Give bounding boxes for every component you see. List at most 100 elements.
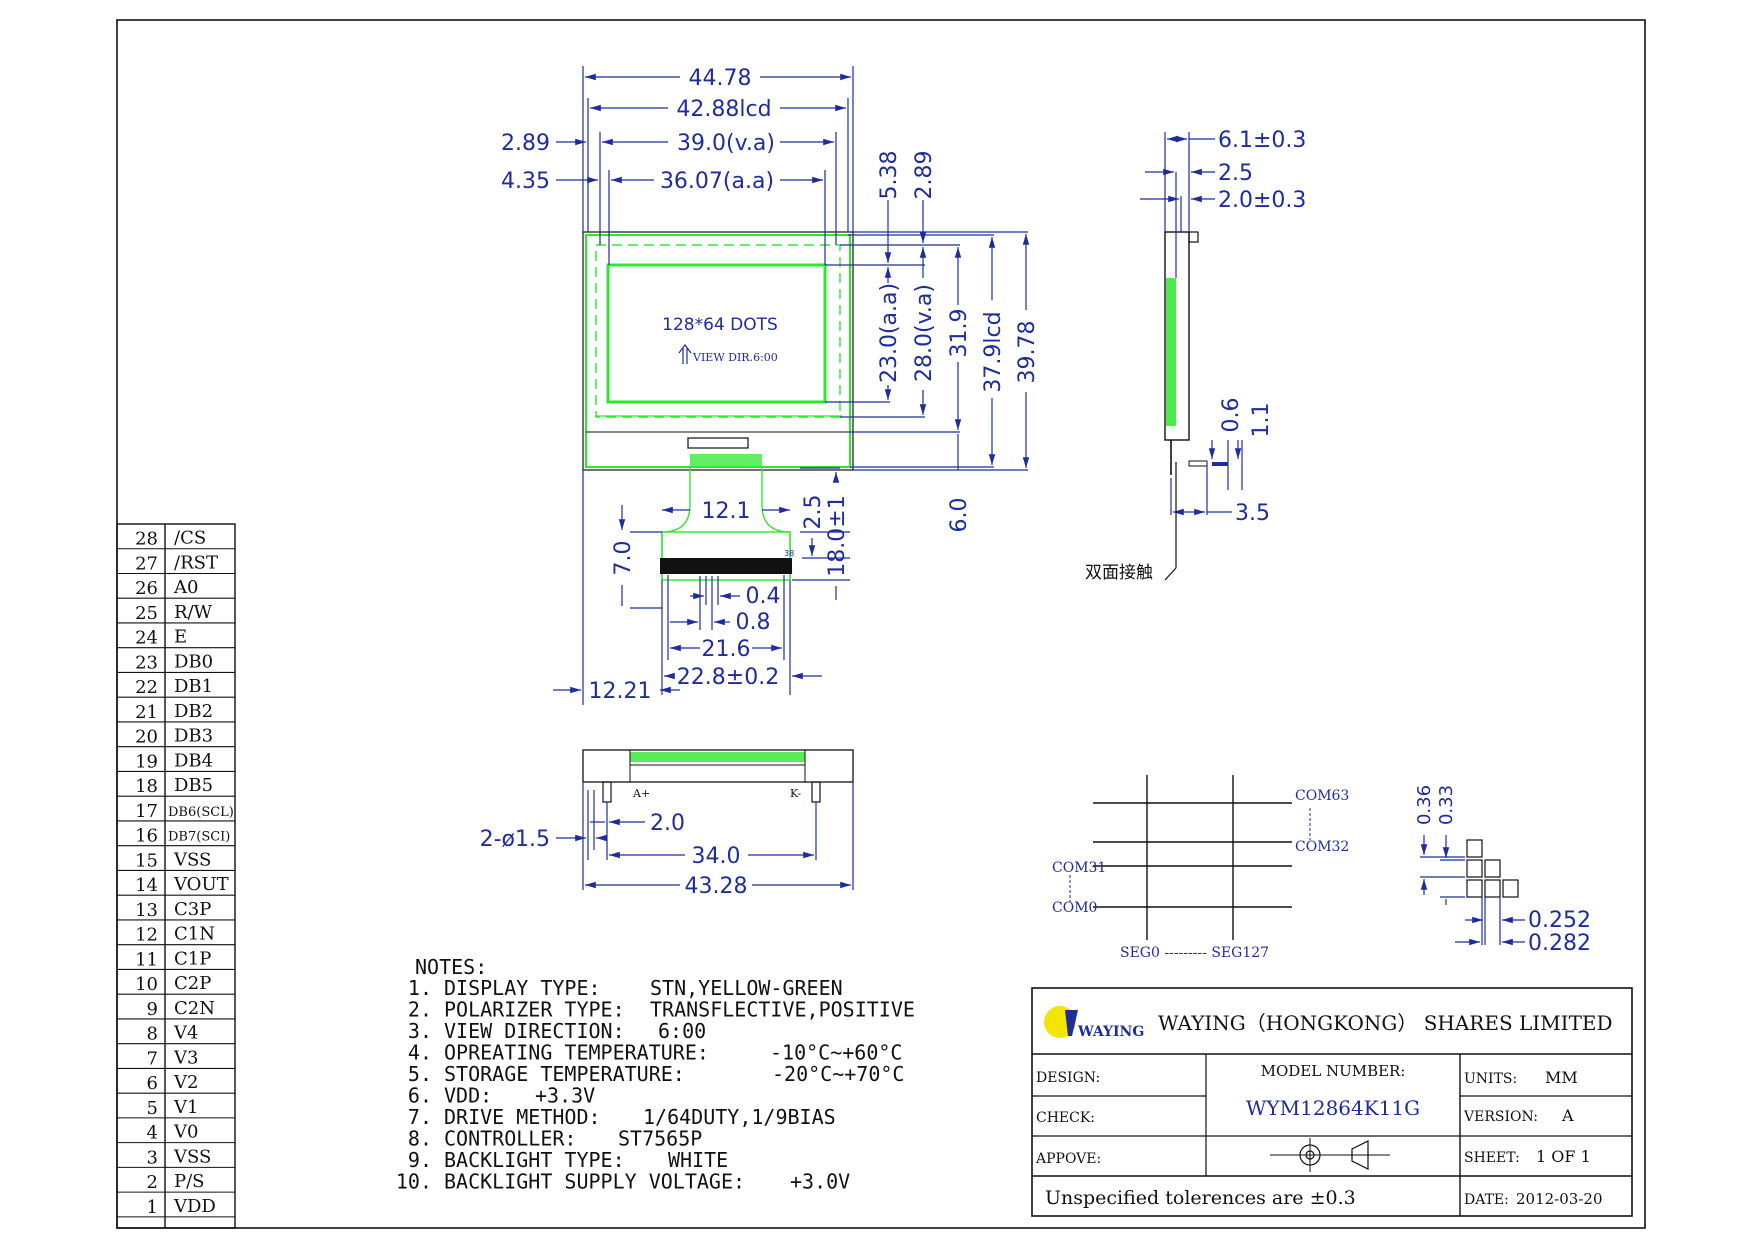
pin-name: VSS — [173, 1146, 211, 1167]
active-area — [606, 263, 827, 404]
pin-name: C2N — [174, 998, 215, 1019]
note-value: 6:00 — [658, 1019, 706, 1043]
note-value: +3.0V — [790, 1170, 850, 1194]
pin-name: C1P — [174, 948, 211, 969]
pin-number: 1 — [147, 1197, 158, 1218]
pin-anode — [602, 781, 612, 803]
note-label: DRIVE METHOD: — [444, 1105, 601, 1129]
pin-name: E — [174, 627, 187, 648]
version-label: VERSION: — [1463, 1109, 1538, 1125]
note-value: -20°C~+70°C — [772, 1062, 904, 1086]
pin-number: 27 — [135, 553, 158, 574]
note-value: ST7565P — [618, 1127, 702, 1151]
module-outline — [582, 231, 854, 471]
pin-number: 25 — [135, 603, 158, 624]
dim-21-6: 21.6 — [702, 637, 751, 662]
pixel-detail: 0.36 0.33 0.252 0.282 — [1414, 785, 1591, 956]
pin-number: 22 — [135, 677, 158, 698]
fpc-dimensions: 12.1 2.5 18.0±1 7.0 0.4 0.8 21.6 — [553, 467, 850, 705]
model-label: MODEL NUMBER: — [1261, 1062, 1406, 1080]
dim-2-0: 2.0±0.3 — [1218, 188, 1306, 213]
pin-name: /RST — [174, 552, 218, 573]
dim-36-07-aa: 36.07(a.a) — [660, 169, 774, 194]
dim-12-1: 12.1 — [702, 499, 751, 524]
dim-0-282: 0.282 — [1528, 931, 1591, 956]
pin-number: 6 — [147, 1073, 158, 1094]
side-view: 6.1±0.3 2.5 2.0±0.3 0.6 1.1 3.5 双面接触 — [1085, 128, 1306, 583]
pin-name: DB4 — [174, 750, 213, 771]
note-label: POLARIZER TYPE: — [444, 998, 625, 1022]
pin-name: V2 — [173, 1072, 198, 1093]
bottom-lcd-glass — [630, 752, 805, 762]
dim-34-0: 34.0 — [692, 844, 741, 869]
dim-0-36: 0.36 — [1414, 785, 1435, 825]
pin-name: DB3 — [174, 726, 213, 747]
pin-name: DB1 — [174, 676, 213, 697]
dim-7-0: 7.0 — [611, 541, 636, 576]
dim-2-0-bottom: 2.0 — [650, 811, 685, 836]
side-body — [1164, 231, 1190, 441]
pin-name: A0 — [173, 577, 198, 598]
pin-number: 8 — [147, 1024, 158, 1045]
dim-0-4: 0.4 — [746, 584, 781, 609]
pin-name: P/S — [174, 1171, 205, 1192]
check-label: CHECK: — [1036, 1110, 1095, 1126]
pin-name: DB2 — [174, 701, 213, 722]
pin-number: 7 — [147, 1048, 158, 1069]
side-lcd-glass — [1166, 278, 1176, 426]
pin-name: V1 — [173, 1097, 198, 1118]
pin-name: DB7(SCI) — [168, 830, 230, 845]
pin-number: 5 — [147, 1098, 158, 1119]
pin-number: 9 — [147, 999, 158, 1020]
ic-chip — [687, 437, 749, 449]
pin-number: 3 — [147, 1147, 158, 1168]
pin-name: DB5 — [174, 775, 213, 796]
pin-name: V0 — [173, 1122, 198, 1143]
pin-name: R/W — [174, 602, 213, 623]
com0-label: COM0 — [1052, 900, 1097, 916]
note-label: VDD: — [444, 1084, 492, 1108]
view-dir-arrow-icon — [678, 344, 692, 364]
dim-3-5: 3.5 — [1235, 501, 1270, 526]
pin-number: 15 — [135, 850, 158, 871]
dim-39-va: 39.0(v.a) — [677, 131, 775, 156]
pin-name: DB0 — [174, 651, 213, 672]
tolerance-note: Unspecified tolerences are ±0.3 — [1045, 1187, 1356, 1209]
pin-38-marker: 38 — [784, 549, 794, 558]
note-number: 10. — [396, 1170, 432, 1194]
note-number: 8. — [408, 1127, 432, 1151]
pin-name: DB6(SCL) — [168, 805, 234, 820]
pin-number: 4 — [147, 1123, 158, 1144]
pin-name: /CS — [174, 528, 206, 549]
tape-label: 双面接触 — [1085, 563, 1153, 583]
pin-number: 16 — [135, 826, 158, 847]
dim-39-78: 39.78 — [1015, 321, 1040, 384]
pin-name: C3P — [174, 899, 211, 920]
dim-23-aa: 23.0(a.a) — [877, 283, 902, 383]
pin-number: 17 — [135, 801, 158, 822]
sheet-value: 1 OF 1 — [1536, 1147, 1591, 1166]
dim-28-va: 28.0(v.a) — [912, 284, 937, 382]
fpc-neck — [690, 454, 762, 468]
dim-1-1: 1.1 — [1249, 403, 1274, 438]
pin-number: 11 — [135, 949, 158, 970]
units-value: MM — [1545, 1068, 1578, 1087]
pin-number: 21 — [135, 702, 158, 723]
bottom-view: A+ K- 2-ø1.5 2.0 34.0 43.28 — [480, 749, 854, 899]
view-dir-label: VIEW DIR.6:00 — [692, 351, 778, 364]
dim-6-0: 6.0 — [947, 498, 972, 533]
seg-range-label: SEG0 --------- SEG127 — [1120, 945, 1269, 961]
note-number: 7. — [408, 1105, 432, 1129]
pin-number: 14 — [135, 875, 158, 896]
pin-number: 2 — [147, 1172, 158, 1193]
note-number: 2. — [408, 998, 432, 1022]
logo-text: WAYING — [1077, 1024, 1144, 1040]
note-label: VIEW DIRECTION: — [444, 1019, 625, 1043]
dim-0-252: 0.252 — [1528, 908, 1591, 933]
pin-number: 18 — [135, 776, 158, 797]
pin-name: V3 — [173, 1047, 198, 1068]
pin-name: VSS — [173, 849, 211, 870]
dim-0-8: 0.8 — [736, 610, 771, 635]
note-label: CONTROLLER: — [444, 1127, 576, 1151]
com-seg-matrix: COM63 COM32 COM31 COM0 SEG0 --------- SE… — [1052, 775, 1349, 961]
